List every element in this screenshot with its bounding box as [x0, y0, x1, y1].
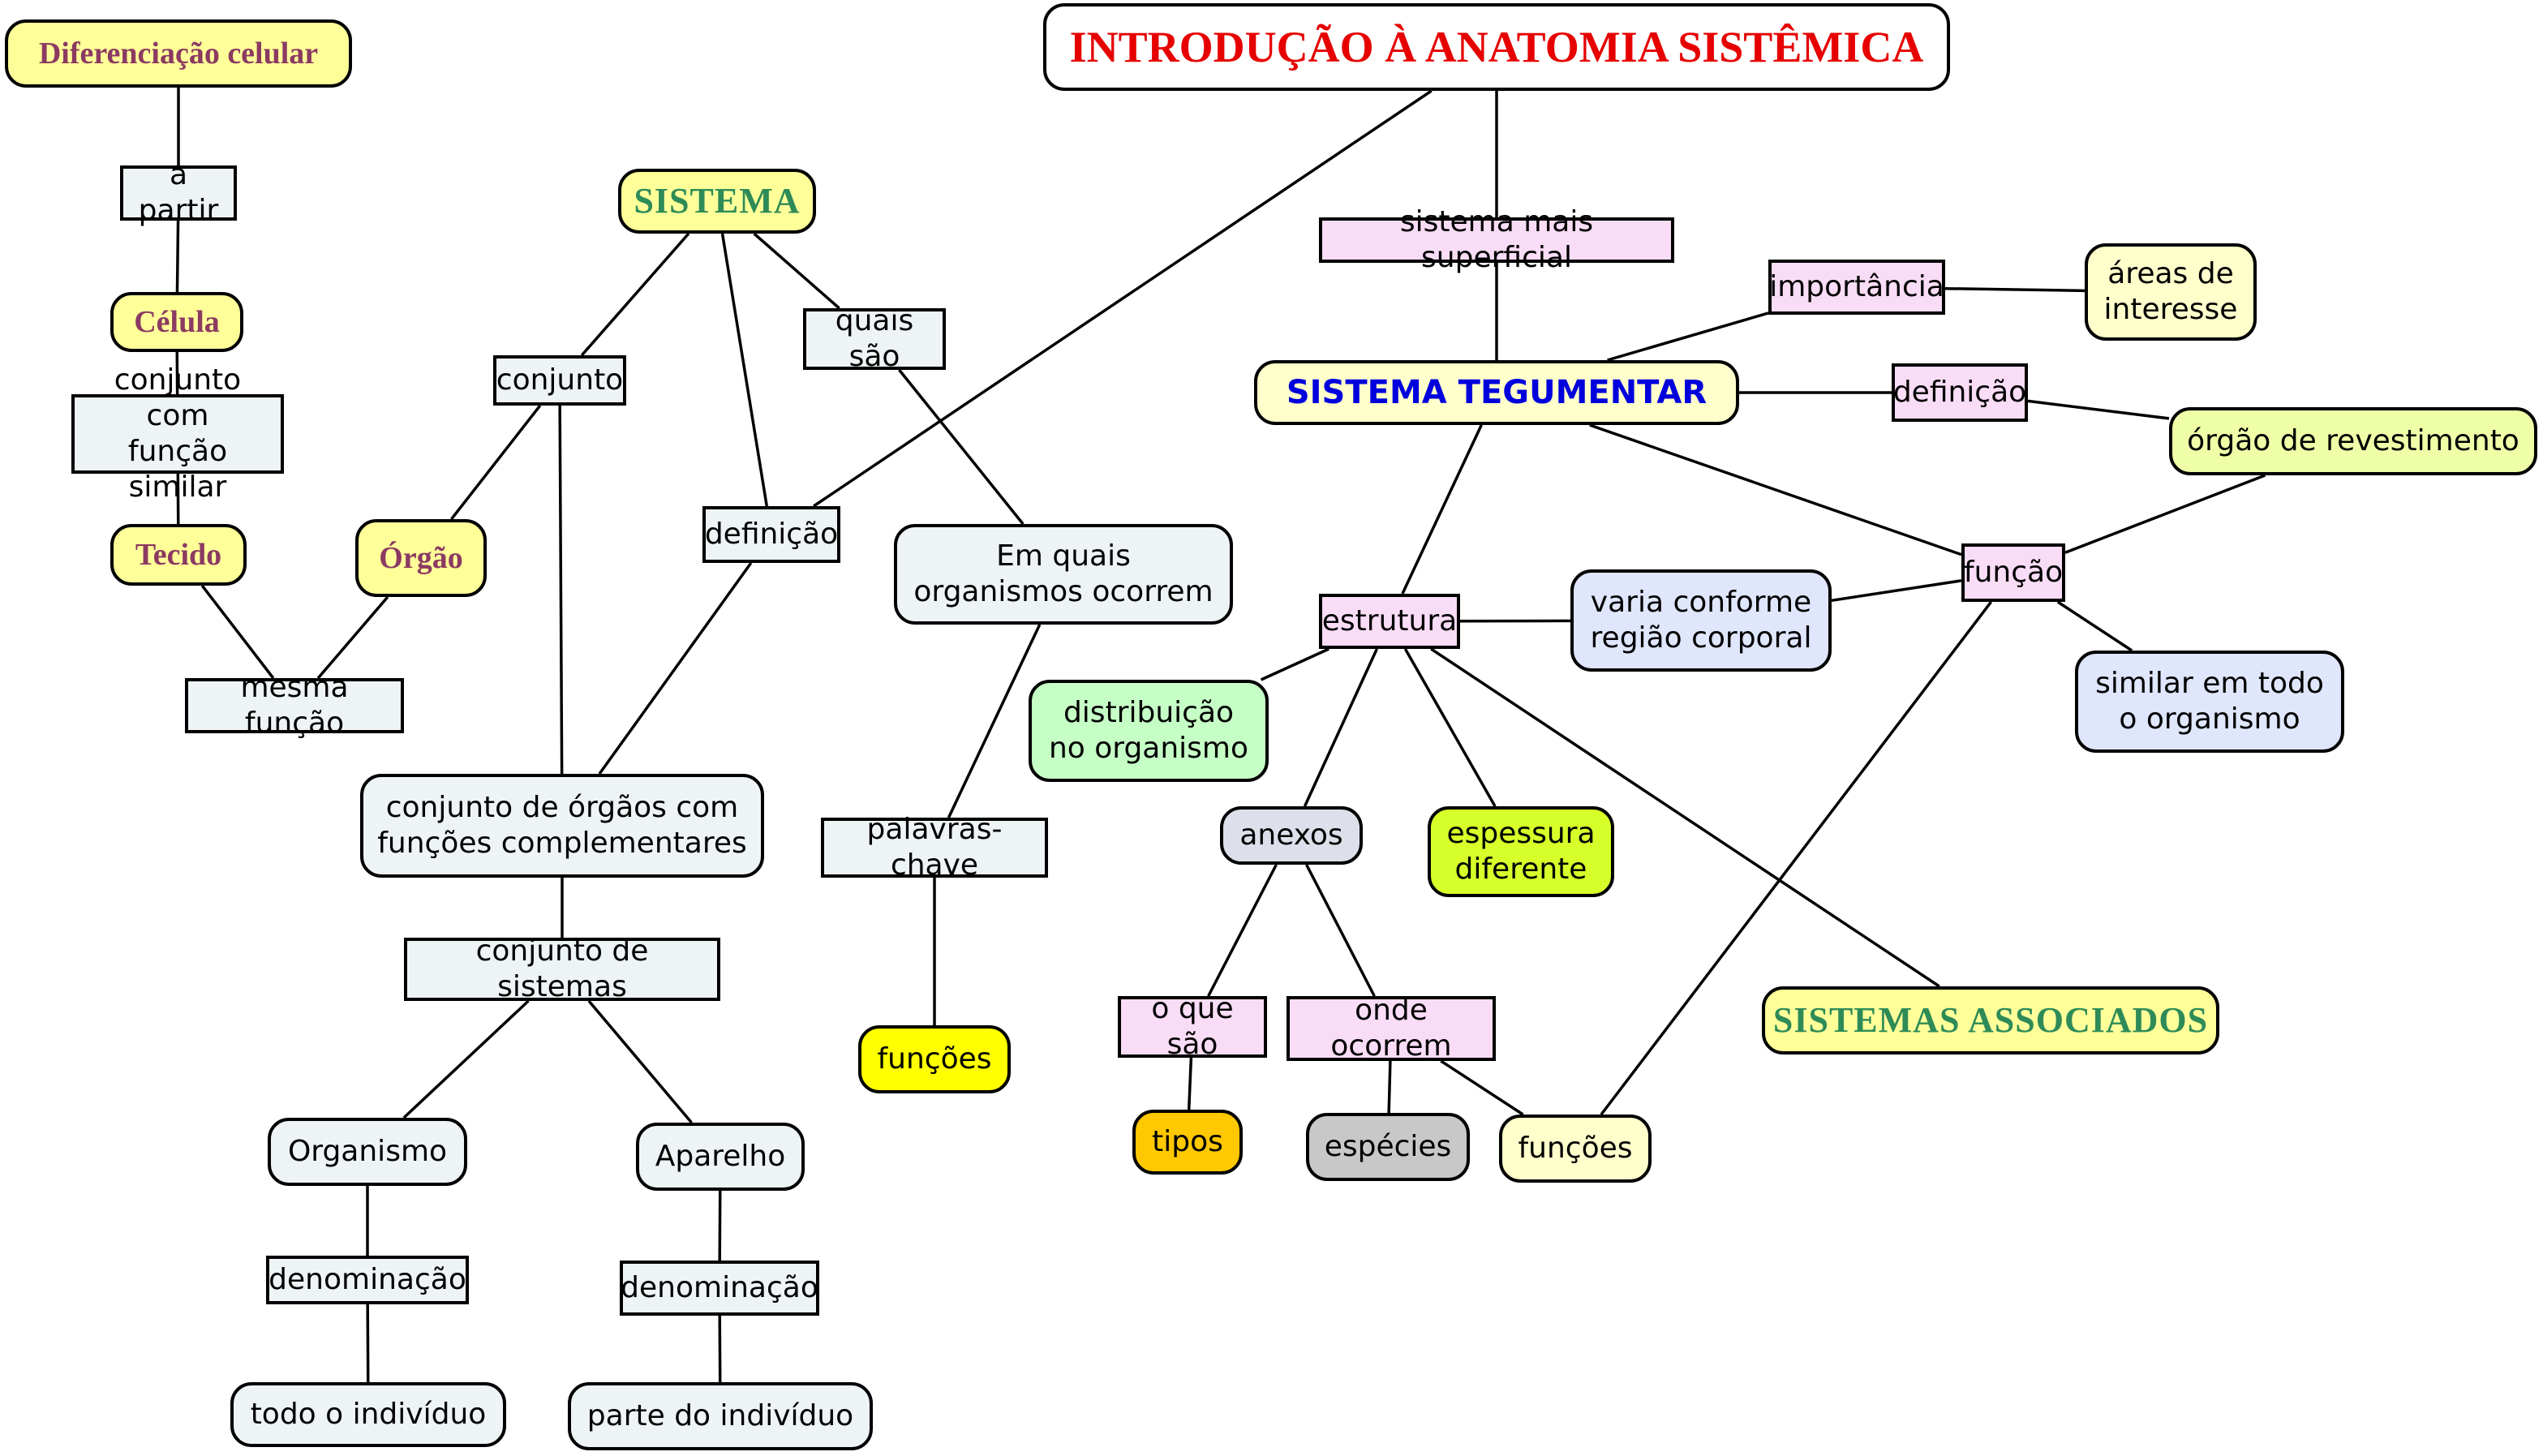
concept-celula[interactable]: Célula [110, 292, 243, 352]
connector-importancia-areas_interesse [1944, 286, 2086, 293]
connector-conjunto-orgao [450, 404, 542, 521]
link-palavras-chave[interactable]: palavras-chave [821, 813, 1048, 882]
link-quais-sao[interactable]: quais são [803, 304, 946, 373]
link-conjunto-com-funcao-similar[interactable]: conjunto com função similar [71, 363, 284, 504]
connector-o_que_sao-tipos [1187, 1057, 1193, 1110]
link-importancia[interactable]: importância [1768, 260, 1945, 315]
concept-orgao-de-revestimento[interactable]: órgão de revestimento [2169, 407, 2537, 475]
title-node[interactable]: INTRODUÇÃO À ANATOMIA SISTÊMICA [1043, 3, 1950, 91]
link-mesma-funcao[interactable]: mesma função [185, 671, 404, 740]
link-a-partir[interactable]: a partir [120, 158, 237, 227]
concept-diferenciacao-celular[interactable]: Diferenciação celular [5, 19, 352, 88]
connector-estrutura-espessura [1403, 648, 1497, 807]
link-definicao-sistema[interactable]: definição [702, 506, 840, 563]
link-onde-ocorrem[interactable]: onde ocorrem [1287, 994, 1496, 1063]
link-definicao-tegumentar[interactable]: definição [1892, 363, 2028, 422]
connector-sistema-conjunto [580, 232, 690, 357]
concept-orgao[interactable]: Órgão [355, 519, 487, 597]
concept-todo-o-individuo[interactable]: todo o indivíduo [230, 1382, 506, 1447]
concept-sistema[interactable]: SISTEMA [618, 169, 816, 234]
link-sistema-mais-superficial[interactable]: sistema mais superficial [1319, 205, 1674, 274]
concept-varia-conforme-regiao[interactable]: varia conforme região corporal [1570, 569, 1832, 672]
concept-anexos[interactable]: anexos [1220, 806, 1363, 865]
connector-title-definicao_left [813, 89, 1433, 508]
concept-conjunto-de-orgaos[interactable]: conjunto de órgãos com funções complemen… [360, 774, 764, 878]
connector-estrutura-sistemas_associados [1430, 647, 1940, 988]
connector-sistema_tegumentar-estrutura [1401, 424, 1483, 595]
connector-conjunto-conjunto_orgaos [558, 405, 564, 775]
link-funcao[interactable]: função [1961, 543, 2065, 602]
connector-sistema_tegumentar-importancia [1607, 311, 1769, 362]
connector-definicao_right-orgao_revestimento [2027, 399, 2170, 420]
concept-distribuicao-no-organismo[interactable]: distribuição no organismo [1029, 680, 1269, 782]
concept-sistemas-associados[interactable]: SISTEMAS ASSOCIADOS [1762, 986, 2219, 1054]
connector-sistema_tegumentar-funcao [1589, 423, 1962, 556]
connector-anexos-onde_ocorrem [1305, 864, 1376, 997]
link-denominacao-organismo[interactable]: denominação [266, 1256, 469, 1304]
link-conjunto[interactable]: conjunto [493, 355, 626, 406]
connector-funcao-similar_todo [2056, 600, 2133, 652]
concept-funcoes-keyword[interactable]: funções [858, 1025, 1011, 1093]
connector-conjunto_sistemas-organismo [402, 999, 530, 1119]
connector-onde_ocorrem-especies [1387, 1060, 1392, 1114]
concept-areas-de-interesse[interactable]: áreas de interesse [2085, 243, 2257, 341]
connector-conjunto_sistemas-aparelho [587, 999, 693, 1124]
connector-estrutura-anexos [1303, 648, 1379, 807]
link-conjunto-de-sistemas[interactable]: conjunto de sistemas [404, 934, 720, 1003]
concept-aparelho[interactable]: Aparelho [636, 1123, 805, 1191]
connector-em_quais-palavras_chave [947, 624, 1042, 818]
link-denominacao-aparelho[interactable]: denominação [620, 1261, 819, 1316]
concept-parte-do-individuo[interactable]: parte do indivíduo [568, 1382, 873, 1450]
link-o-que-sao[interactable]: o que são [1118, 992, 1267, 1061]
concept-sistema-tegumentar[interactable]: SISTEMA TEGUMENTAR [1254, 360, 1739, 425]
concept-organismo[interactable]: Organismo [268, 1118, 467, 1186]
connector-sistema-quais_sao [753, 232, 840, 310]
concept-funcoes-anexos[interactable]: funções [1499, 1115, 1652, 1183]
connector-orgao-mesma_funcao [316, 595, 389, 680]
connector-onde_ocorrem-funcoes_cream [1440, 1059, 1524, 1116]
connector-funcao-funcoes_cream [1600, 600, 1993, 1116]
connector-tecido-mesma_funcao [200, 584, 275, 680]
connector-definicao_left-conjunto_orgaos [598, 561, 753, 775]
connector-a_partir-celula [175, 220, 180, 293]
concept-tipos[interactable]: tipos [1132, 1110, 1243, 1175]
concept-similar-em-todo-organismo[interactable]: similar em todo o organismo [2075, 651, 2344, 753]
connector-orgao_revestimento-funcao [2064, 474, 2266, 554]
concept-tecido[interactable]: Tecido [110, 524, 247, 586]
concept-espessura-diferente[interactable]: espessura diferente [1428, 806, 1614, 897]
concept-especies[interactable]: espécies [1306, 1113, 1470, 1181]
connector-quais_sao-em_quais [898, 368, 1025, 526]
connector-denominacao_left-todo_individuo [366, 1304, 370, 1383]
concept-em-quais-organismos-ocorrem[interactable]: Em quais organismos ocorrem [894, 524, 1233, 625]
connector-sistema-definicao_left [720, 233, 769, 507]
connector-funcao-varia_conforme [1831, 579, 1962, 603]
connector-estrutura-distribuicao [1260, 647, 1329, 681]
connector-anexos-o_que_sao [1207, 864, 1278, 997]
link-estrutura[interactable]: estrutura [1319, 594, 1460, 649]
